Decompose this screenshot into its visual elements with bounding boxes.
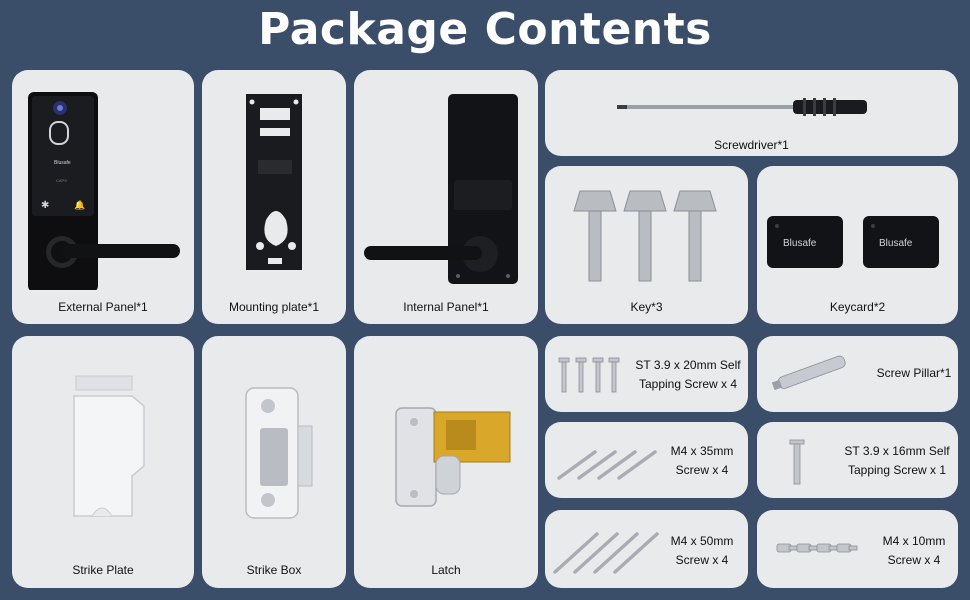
screw-m4-35-line1: M4 x 35mm	[670, 444, 734, 458]
mounting-plate-label: Mounting plate*1	[228, 300, 320, 314]
screw-20mm-line1: ST 3.9 x 20mm Self	[635, 358, 741, 372]
strike-plate-image	[73, 375, 145, 517]
screw-m4-35-line2: Screw x 4	[675, 463, 729, 477]
card-strike-plate: Strike Plate	[12, 336, 194, 588]
card-screw-m4-35: M4 x 35mm Screw x 4	[545, 422, 748, 498]
screw-pillar-image	[771, 355, 846, 391]
screw-pillar-label: Screw Pillar*1	[876, 366, 952, 380]
screw-16mm-line1: ST 3.9 x 16mm Self	[844, 444, 950, 458]
screw-m4-35-image	[557, 450, 657, 480]
internal-panel-image	[364, 94, 518, 284]
card-mounting-plate: Mounting plate*1	[202, 70, 346, 324]
card-latch: Latch	[354, 336, 538, 588]
card-keycard: Blusafe Blusafe Keycard*2	[757, 166, 958, 324]
screw-m4-10-line1: M4 x 10mm	[882, 534, 946, 548]
card-screw-pillar: Screw Pillar*1	[757, 336, 958, 412]
card-internal-panel: Internal Panel*1	[354, 70, 538, 324]
panel-brand-text: Blusafe	[54, 160, 71, 166]
keycard-label: Keycard*2	[829, 300, 886, 314]
screw-20mm-image	[558, 357, 620, 393]
card-screwdriver: Screwdriver*1	[545, 70, 958, 156]
strike-box-label: Strike Box	[246, 563, 302, 577]
card-screw-m4-50: M4 x 50mm Screw x 4	[545, 510, 748, 588]
external-panel-label: External Panel*1	[58, 300, 148, 314]
keycard-brand-1: Blusafe	[783, 238, 817, 249]
screw-m4-50-line2: Screw x 4	[675, 553, 729, 567]
key-label: Key*3	[630, 300, 663, 314]
screw-m4-50-line1: M4 x 50mm	[670, 534, 734, 548]
card-screw-m4-10: M4 x 10mm Screw x 4	[757, 510, 958, 588]
screw-16mm-image	[789, 439, 805, 485]
card-screw-16mm: ST 3.9 x 16mm Self Tapping Screw x 1	[757, 422, 958, 498]
screw-m4-10-image	[776, 543, 858, 553]
latch-label: Latch	[431, 563, 461, 577]
card-screw-20mm: ST 3.9 x 20mm Self Tapping Screw x 4	[545, 336, 748, 412]
screw-m4-10-line2: Screw x 4	[887, 553, 941, 567]
screw-20mm-line2: Tapping Screw x 4	[638, 377, 738, 391]
latch-image	[395, 407, 511, 507]
internal-panel-label: Internal Panel*1	[403, 300, 489, 314]
keycards-image: Blusafe Blusafe	[767, 216, 939, 268]
page-title: Package Contents	[258, 4, 712, 55]
card-external-panel: Blusafe CAPS ✱ 🔔 External Panel*1	[12, 70, 194, 324]
panel-screen-text: CAPS	[56, 178, 67, 183]
strike-box-image	[245, 387, 313, 519]
screw-16mm-line2: Tapping Screw x 1	[847, 463, 947, 477]
keys-image	[573, 190, 717, 282]
screw-m4-50-image	[553, 532, 659, 574]
card-strike-box: Strike Box	[202, 336, 346, 588]
keycard-brand-2: Blusafe	[879, 238, 913, 249]
mounting-plate-image	[246, 94, 302, 270]
external-panel-image: Blusafe CAPS ✱ 🔔	[28, 92, 180, 290]
svg-text:🔔: 🔔	[74, 200, 85, 211]
card-key: Key*3	[545, 166, 748, 324]
strike-plate-label: Strike Plate	[72, 563, 134, 577]
svg-text:✱: ✱	[41, 200, 49, 211]
screwdriver-label: Screwdriver*1	[714, 138, 789, 152]
screwdriver-image	[617, 98, 867, 116]
